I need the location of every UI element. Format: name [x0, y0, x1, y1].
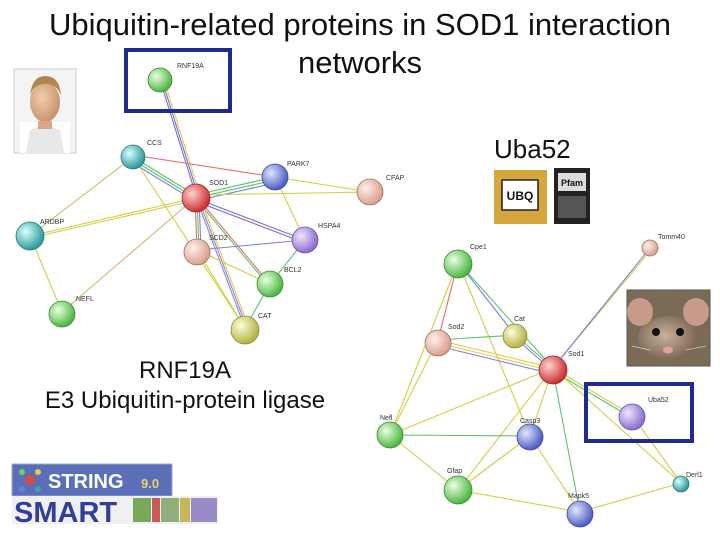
right-network-edges [389, 244, 682, 513]
man-photo [13, 68, 77, 154]
uba52-highlight-box [584, 382, 694, 443]
title-line-2: networks [297, 45, 423, 80]
string-logo: STRING 9.0 [11, 463, 173, 497]
node-cfap[interactable]: CFAP [356, 175, 405, 206]
node-label: SCD2 [209, 235, 228, 242]
rnf19a-highlight-box [124, 48, 232, 113]
node-label: SOD1 [209, 180, 228, 187]
left-network-nodes: RNF19A CCS PARK7 SOD1 CFAP ARDBP SCD2 HS… [15, 63, 405, 345]
node-label: NEFL [76, 296, 94, 303]
node-label: Uba52 [648, 397, 669, 404]
pfam-badge: Pfam [554, 168, 590, 224]
rnf19a-caption: RNF19A E3 Ubiquitin-protein ligase [0, 356, 370, 416]
rnf19a-description: E3 Ubiquitin-protein ligase [44, 387, 326, 414]
string-version-text: 9.0 [141, 476, 159, 491]
node-derl1[interactable]: Derl1 [672, 472, 703, 493]
node-label: Tomm40 [658, 234, 685, 241]
node-cat[interactable]: CAT [230, 313, 272, 345]
node-label: CAT [258, 313, 272, 320]
node-hspa4[interactable]: HSPA4 [291, 223, 341, 254]
node-tomm40[interactable]: Tomm40 [641, 234, 685, 257]
node-nefl[interactable]: NEFL [48, 296, 94, 328]
node-cat-right[interactable]: Cat [502, 316, 528, 349]
node-label: Sod1 [568, 351, 584, 358]
ubq-text: UBQ [507, 189, 534, 203]
node-label: CFAP [386, 175, 405, 182]
node-label: ARDBP [40, 219, 64, 226]
slide-title: Ubiquitin-related proteins in SOD1 inter… [0, 6, 720, 82]
node-nefl-right[interactable]: Nefl [376, 415, 404, 449]
node-gfap[interactable]: Gfap [443, 468, 473, 505]
node-label: Sod2 [448, 324, 464, 331]
node-scd2[interactable]: SCD2 [183, 235, 228, 266]
node-uba52[interactable]: Uba52 [618, 397, 669, 431]
smart-logo: SMART [12, 496, 218, 529]
right-network-nodes: Cpe1 Tomm40 Sod2 Cat Sod1 Nefl Casp3 Uba… [376, 234, 703, 528]
node-label: Casp3 [520, 418, 540, 425]
smart-text: SMART [14, 497, 117, 529]
string-text: STRING [48, 471, 124, 493]
node-sod1[interactable]: SOD1 [181, 180, 228, 213]
node-label: Gfap [447, 468, 462, 475]
node-cpe1[interactable]: Cpe1 [443, 244, 487, 279]
node-label: Mapk5 [568, 493, 589, 500]
mouse-photo [626, 289, 711, 367]
node-park7[interactable]: PARK7 [261, 161, 310, 191]
node-label: Cat [514, 316, 525, 323]
node-ardbp[interactable]: ARDBP [15, 219, 64, 251]
node-casp3[interactable]: Casp3 [516, 418, 544, 451]
title-line-1: Ubiquitin-related proteins in SOD1 inter… [48, 7, 672, 42]
node-bcl2[interactable]: BCL2 [256, 267, 302, 298]
uba52-heading: Uba52 [494, 134, 571, 164]
node-ccs[interactable]: CCS [120, 140, 162, 170]
node-mapk5[interactable]: Mapk5 [566, 493, 594, 528]
rnf19a-name: RNF19A [138, 357, 232, 384]
node-label: Nefl [380, 415, 393, 422]
node-sod1-right[interactable]: Sod1 [538, 351, 584, 385]
node-sod2[interactable]: Sod2 [424, 324, 464, 357]
node-rnf19a[interactable]: RNF19A [147, 63, 204, 93]
node-label: Derl1 [686, 472, 703, 479]
node-label: HSPA4 [318, 223, 341, 230]
pfam-text: Pfam [561, 178, 583, 188]
node-label: RNF19A [177, 63, 204, 70]
node-label: BCL2 [284, 267, 302, 274]
node-label: Cpe1 [470, 244, 487, 251]
ubq-badge: UBQ [494, 170, 547, 224]
node-label: PARK7 [287, 161, 310, 168]
node-label: CCS [147, 140, 162, 147]
